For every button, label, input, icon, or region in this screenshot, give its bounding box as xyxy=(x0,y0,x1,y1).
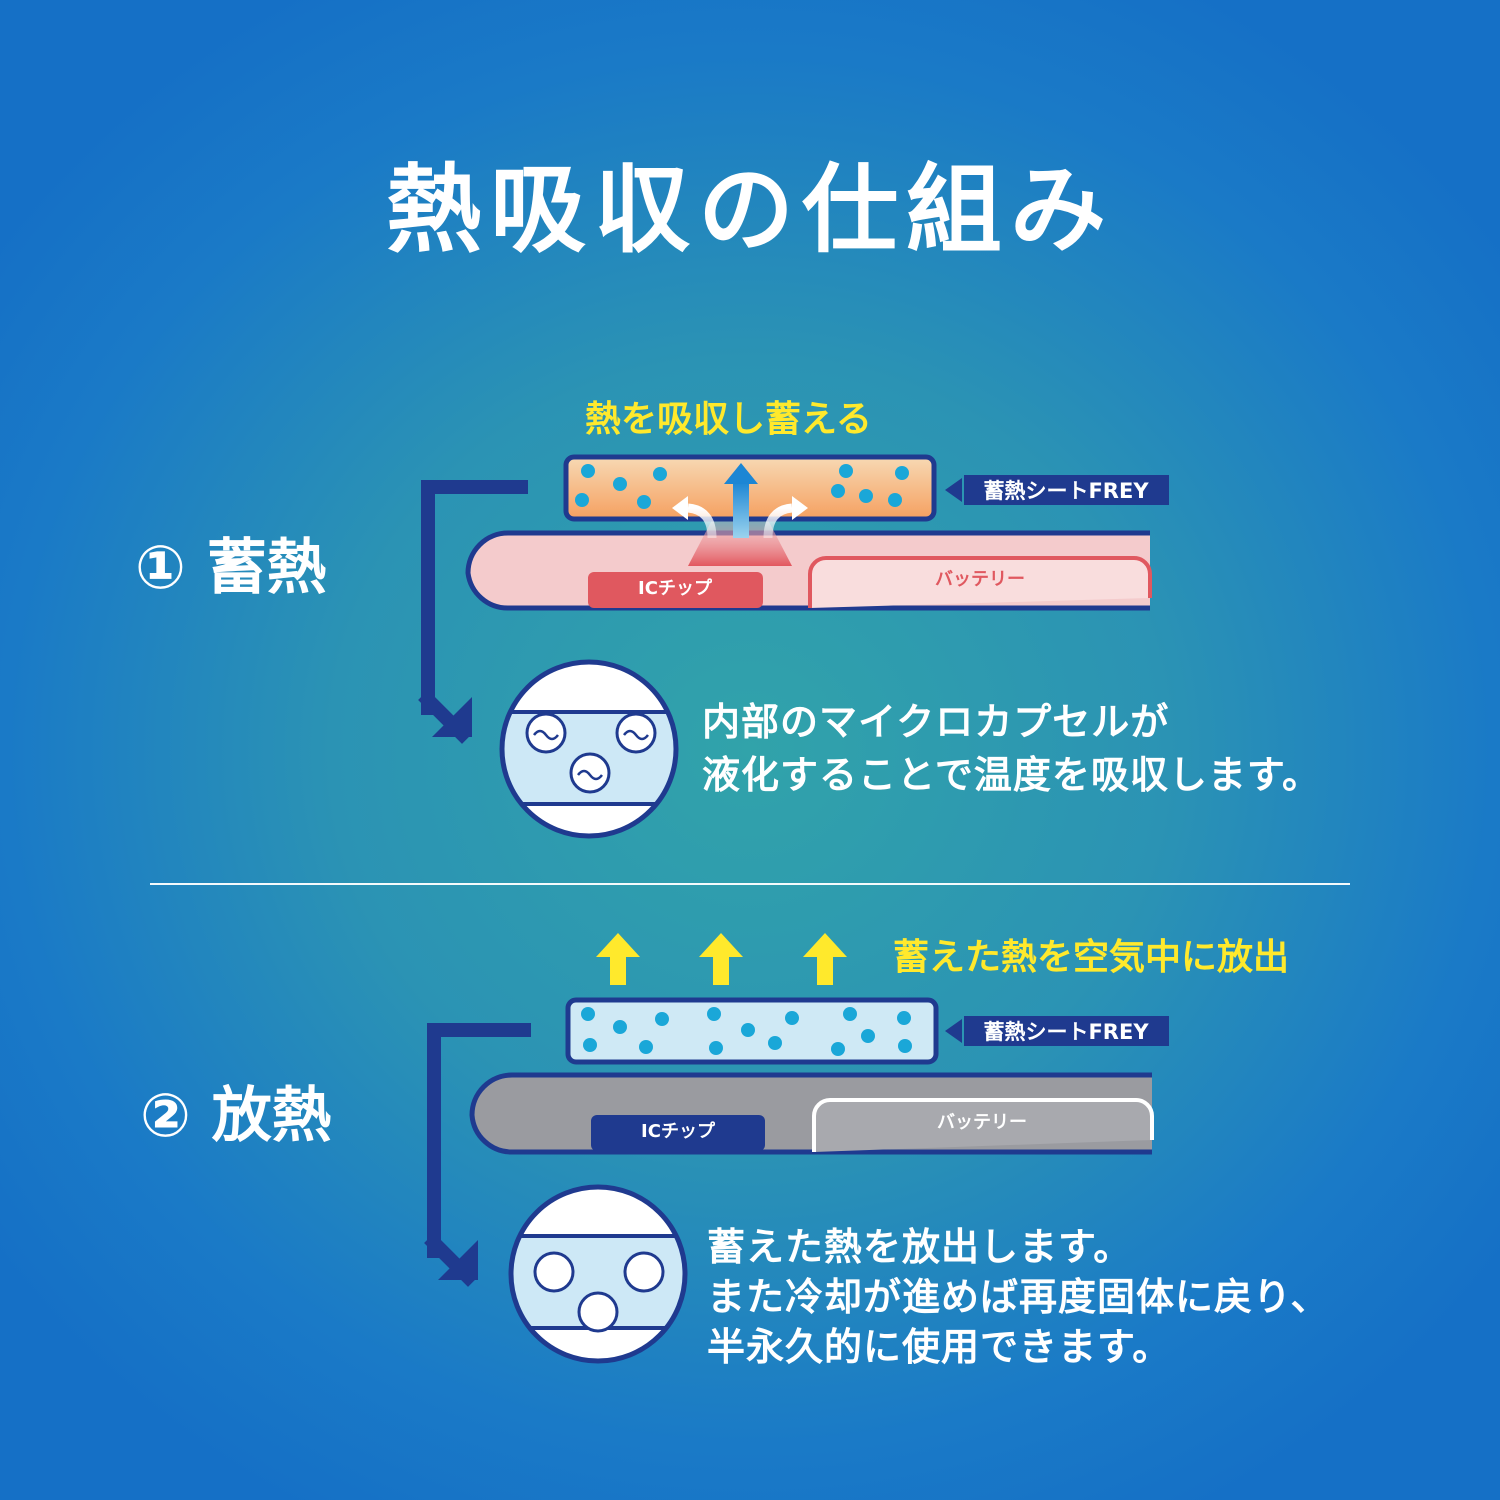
svg-text:蓄熱シートFREY: 蓄熱シートFREY xyxy=(983,1020,1149,1044)
liquid-capsule-icon xyxy=(525,712,657,794)
capsule-magnifier-2 xyxy=(508,1184,688,1364)
device-body-1: ICチップ バッテリー xyxy=(465,530,1152,611)
step-1-desc-line-2: 液化することで温度を吸収します。 xyxy=(702,753,1322,797)
ic-chip-1 xyxy=(588,572,763,608)
step-1-label: ① 蓄熱 xyxy=(135,533,327,603)
section-divider xyxy=(150,883,1350,885)
step-2-caption: 蓄えた熱を空気中に放出 xyxy=(893,937,1290,978)
step-2-desc-line-1: 蓄えた熱を放出します。 xyxy=(707,1225,1133,1269)
step-2-desc-line-3: 半永久的に使用できます。 xyxy=(707,1325,1172,1369)
page-title: 熱吸収の仕組み xyxy=(386,154,1114,266)
step-1-desc-line-1: 内部のマイクロカプセルが xyxy=(702,700,1170,744)
up-arrow-icon xyxy=(803,933,847,985)
battery-1 xyxy=(808,556,1152,608)
up-arrow-icon xyxy=(596,933,640,985)
battery-2 xyxy=(812,1098,1154,1152)
solid-capsule-icon xyxy=(533,1251,665,1333)
heat-sheet-2 xyxy=(565,997,939,1065)
heat-arrows-icon xyxy=(672,463,808,539)
up-arrow-icon xyxy=(699,933,743,985)
ic-chip-2 xyxy=(591,1115,765,1151)
ic-chip-label-1: ICチップ xyxy=(638,577,713,599)
heat-sheet-1 xyxy=(563,454,937,522)
battery-label-2: バッテリー xyxy=(937,1112,1027,1133)
step-2-desc-line-2: また冷却が進めば再度固体に戻り、 xyxy=(707,1275,1330,1319)
battery-label-1: バッテリー xyxy=(935,569,1025,590)
capsule-magnifier-1 xyxy=(499,659,679,839)
sheet-tag-2: 蓄熱シートFREY xyxy=(945,1016,1169,1046)
svg-text:蓄熱シートFREY: 蓄熱シートFREY xyxy=(983,479,1149,503)
release-arrows xyxy=(596,933,847,985)
device-body-2: ICチップ バッテリー xyxy=(469,1072,1154,1155)
flow-arrow-2 xyxy=(424,1023,531,1287)
sheet-tag-1: 蓄熱シートFREY xyxy=(945,475,1169,505)
ic-chip-label-2: ICチップ xyxy=(641,1120,716,1142)
step-2-label: ② 放熱 xyxy=(140,1081,332,1151)
step-1-caption: 熱を吸収し蓄える xyxy=(585,399,872,440)
flow-arrow-1 xyxy=(418,480,528,744)
